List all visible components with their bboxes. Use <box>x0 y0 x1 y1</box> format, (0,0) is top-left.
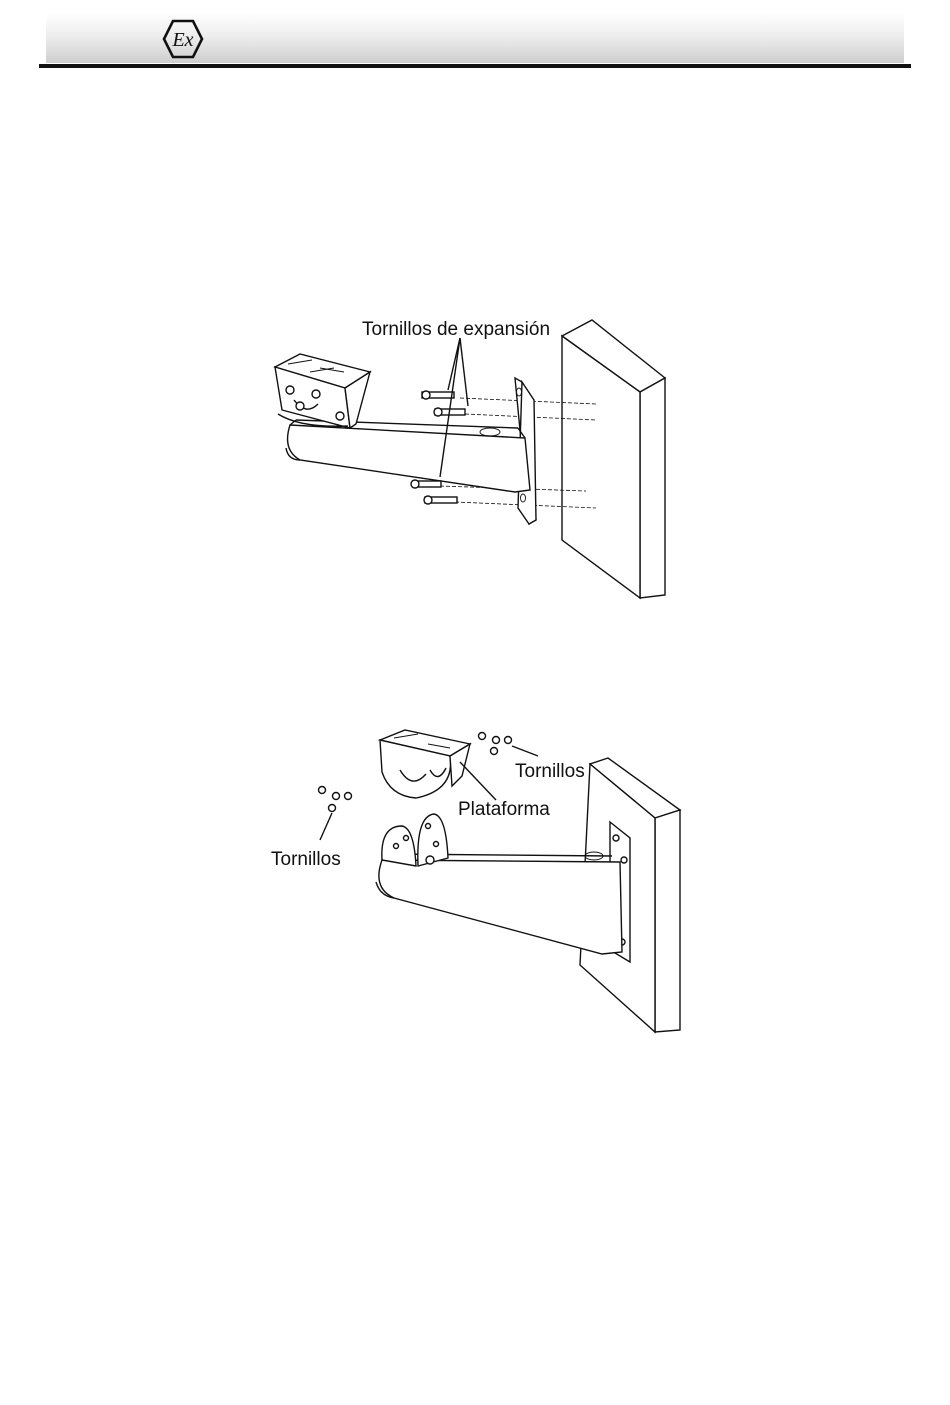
wall-mount-expansion-diagram <box>260 310 680 610</box>
bracket-arm <box>286 420 530 492</box>
bracket-arm <box>376 852 622 954</box>
header-rule <box>39 64 911 68</box>
label-platform: Plataforma <box>458 800 550 819</box>
svg-text:Ex: Ex <box>171 29 193 51</box>
screws-left <box>319 787 352 841</box>
bracket-ears <box>382 814 448 866</box>
ex-hexagon-icon: Ex <box>162 19 204 59</box>
label-screws-left: Tornillos <box>271 850 341 869</box>
wall-block <box>562 320 665 598</box>
label-screws-right: Tornillos <box>515 762 585 781</box>
platform-assembly-diagram <box>290 720 680 1040</box>
camera-platform <box>275 354 370 428</box>
screws-right <box>479 733 539 757</box>
camera-platform <box>380 730 470 798</box>
label-expansion-screws: Tornillos de expansión <box>362 320 550 339</box>
platform-leader-line <box>460 762 496 800</box>
